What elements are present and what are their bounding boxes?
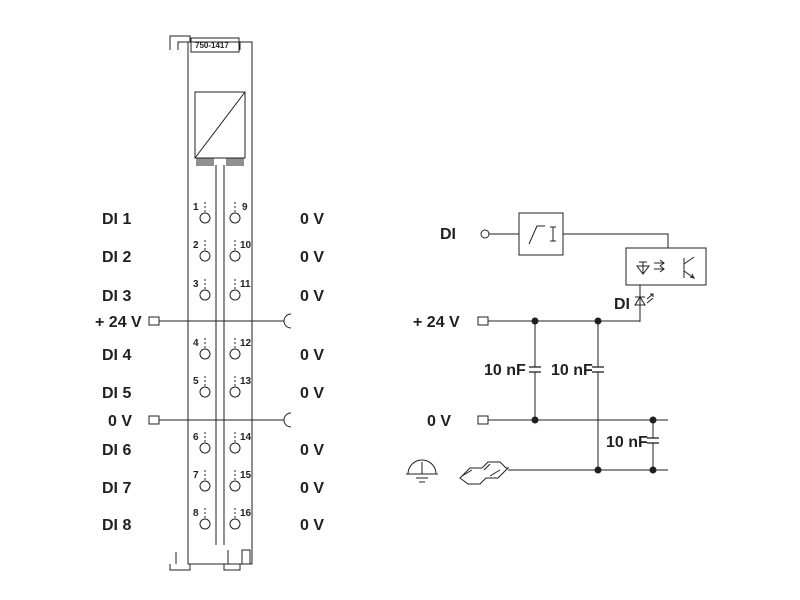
terminal-7: 7: [193, 470, 211, 492]
converter-block: [194, 91, 246, 159]
terminal-6: 6: [193, 432, 211, 454]
capacitor-1: 10 nF: [484, 321, 541, 420]
label-di1: DI 1: [102, 211, 131, 228]
label-di5: DI 5: [102, 385, 131, 402]
svg-text:10 nF: 10 nF: [551, 362, 593, 379]
label-di3: DI 3: [102, 288, 131, 305]
filter-block: [518, 212, 564, 256]
input-schematic: DI DI + 24 V: [406, 212, 707, 485]
schematic-24v-label: + 24 V: [413, 314, 460, 331]
terminal-module: 750-1417 1 2 3 4 5 6 7 8 9 10 11 12 1: [148, 35, 292, 571]
svg-text:13: 13: [240, 376, 252, 387]
label-di8: DI 8: [102, 517, 131, 534]
svg-text:11: 11: [240, 279, 251, 290]
schematic-0v-label: 0 V: [427, 413, 451, 430]
terminal-5: 5: [193, 376, 211, 398]
svg-text:1: 1: [193, 202, 199, 213]
label-di6: DI 6: [102, 442, 131, 459]
capacitor-2: 10 nF: [551, 321, 604, 474]
svg-text:3: 3: [193, 279, 199, 290]
terminal-12: 12: [229, 338, 252, 360]
terminal-11: 11: [229, 279, 251, 301]
terminal-16: 16: [229, 508, 252, 530]
terminals-left: 1 2 3 4 5 6 7 8: [193, 202, 211, 530]
contact-comb: [196, 158, 244, 166]
svg-text:6: 6: [193, 432, 199, 443]
bottom-right-bracket: [223, 549, 251, 571]
label-0v-1: 0 V: [300, 211, 324, 228]
rail-0v: [148, 412, 292, 428]
converter-diagonal: [194, 91, 246, 159]
left-labels: DI 1 DI 2 DI 3 + 24 V DI 4 DI 5 0 V DI 6…: [95, 211, 142, 534]
svg-text:12: 12: [240, 338, 252, 349]
status-led: DI: [614, 285, 654, 322]
svg-text:15: 15: [240, 470, 252, 481]
label-0v-4: 0 V: [300, 347, 324, 364]
terminal-3: 3: [193, 279, 211, 301]
svg-text:16: 16: [240, 508, 252, 519]
terminal-10: 10: [229, 240, 252, 262]
schematic-24v-rail: + 24 V: [413, 314, 640, 331]
terminal-1: 1: [193, 202, 211, 224]
top-right-bracket: [239, 41, 253, 50]
bottom-left-bracket: [169, 552, 191, 571]
svg-text:DI: DI: [614, 296, 630, 313]
terminal-9: 9: [229, 202, 248, 224]
top-left-bracket: [169, 35, 191, 50]
part-number: 750-1417: [195, 41, 229, 50]
right-labels: 0 V 0 V 0 V 0 V 0 V 0 V 0 V 0 V: [300, 211, 324, 534]
di-input-terminal: [480, 229, 490, 239]
filter-to-opto: [563, 233, 669, 248]
label-0v-8: 0 V: [300, 517, 324, 534]
svg-text:14: 14: [240, 432, 252, 443]
terminal-2: 2: [193, 240, 211, 262]
svg-text:8: 8: [193, 508, 199, 519]
svg-text:2: 2: [193, 240, 199, 251]
part-number-box: [190, 37, 240, 53]
optocoupler: [625, 247, 707, 286]
label-di7: DI 7: [102, 480, 131, 497]
svg-text:10: 10: [240, 240, 252, 251]
terminal-14: 14: [229, 432, 252, 454]
svg-text:10 nF: 10 nF: [484, 362, 526, 379]
label-0v-5: 0 V: [300, 385, 324, 402]
svg-text:4: 4: [193, 338, 199, 349]
terminal-4: 4: [193, 338, 211, 360]
schematic-0v-rail: 0 V: [427, 413, 668, 430]
ground-icon: [406, 459, 438, 483]
label-0v-3: 0 V: [300, 288, 324, 305]
din-rail-icon: [459, 461, 510, 485]
label-di4: DI 4: [102, 347, 131, 364]
svg-text:10 nF: 10 nF: [606, 434, 648, 451]
terminal-8: 8: [193, 508, 211, 530]
label-di2: DI 2: [102, 249, 131, 266]
terminals-right: 9 10 11 12 13 14 15 16: [229, 202, 252, 530]
label-0v-7: 0 V: [300, 480, 324, 497]
terminal-15: 15: [229, 470, 252, 492]
svg-text:5: 5: [193, 376, 199, 387]
capacitor-3: 10 nF: [606, 420, 659, 474]
svg-text:7: 7: [193, 470, 199, 481]
schematic-di-label: DI: [440, 226, 456, 243]
terminal-13: 13: [229, 376, 252, 398]
label-0v: 0 V: [108, 413, 132, 430]
rail-24v: [148, 313, 292, 329]
label-24v: + 24 V: [95, 314, 142, 331]
label-0v-6: 0 V: [300, 442, 324, 459]
module-body: [187, 41, 253, 565]
label-0v-2: 0 V: [300, 249, 324, 266]
svg-text:9: 9: [242, 202, 248, 213]
